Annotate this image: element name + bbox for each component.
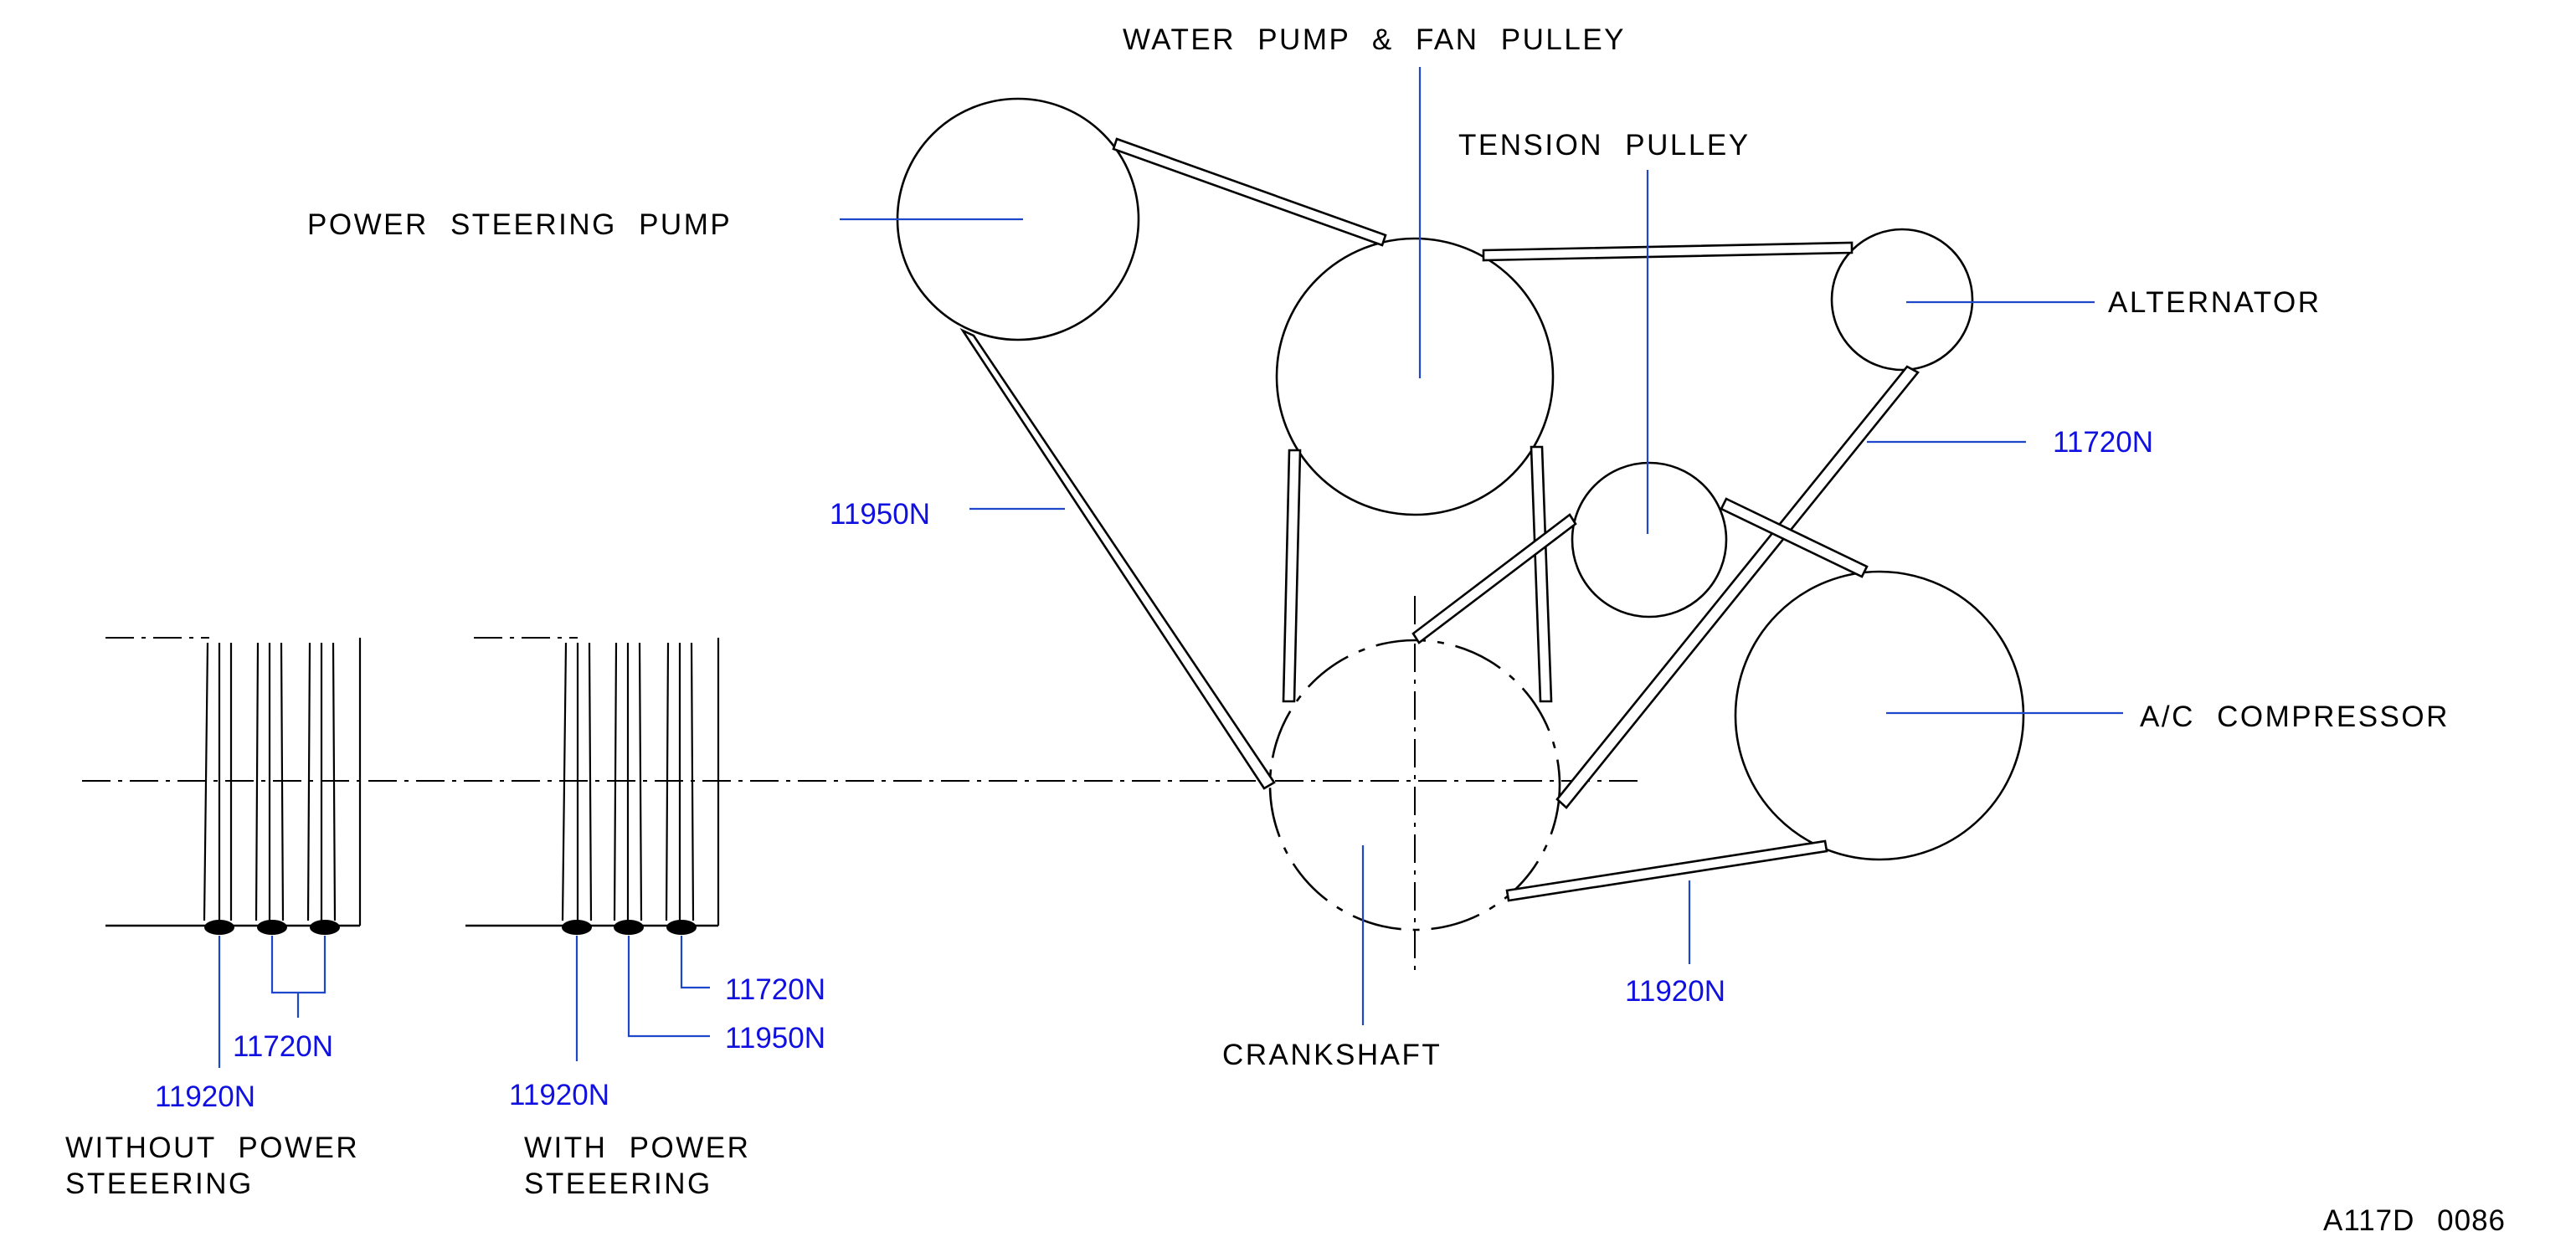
groove-rib [306,638,362,926]
ac-compressor-pulley [1734,570,2025,861]
belt-profile-11920n-r [562,920,592,935]
belt-11920n-left-label: 11920N [155,1080,255,1113]
groove-rib [255,642,285,921]
belt-11720n-tension-right [1720,497,1869,578]
belt-11950n-right-label: 11950N [725,1022,825,1055]
water-pump-label: WATER PUMP & FAN PULLEY [1123,23,1626,56]
groove-profiles-right [561,638,720,926]
engine-belt-layout: WATER PUMP & FAN PULLEY TENSION PULLEY P… [82,23,2450,1071]
belt-profile-11720n-b [310,920,340,935]
leader-11720n-left [270,936,326,1018]
belt-11720n-tension-left [1411,513,1577,644]
belt-11950n-ps-to-water-pump [1112,137,1387,247]
tension-pulley [1571,461,1728,618]
figure-code: A117D 0086 [2323,1204,2506,1237]
belt-11950n-ps-to-crank [959,327,1276,790]
groove-rib [561,642,593,921]
alternator-pulley [1830,228,1974,372]
belt-11720n-label: 11720N [2053,426,2153,459]
tension-pulley-label: TENSION PULLEY [1458,129,1751,162]
belt-11720n-strips [1282,241,1920,809]
without-power-steering-line2: STEEERING [65,1168,254,1200]
belt-11950n-label: 11950N [830,498,930,531]
belt-11950n-strips [959,137,1387,790]
groove-rib [665,638,720,926]
with-power-steering-line1: WITH POWER [524,1132,750,1164]
crankshaft-pulley [1268,639,1561,932]
belt-11720n-water-pump-to-alternator [1482,241,1854,262]
belt-11720n-right-label: 11720N [725,973,825,1006]
belt-profile-11920n [204,920,234,935]
belt-11720n-right-drop [1530,445,1553,703]
leader-11720n-right [680,936,710,989]
section-without-power-steering: 11720N 11920N WITHOUT POWER STEEERING [65,637,362,1200]
power-steering-pump-label: POWER STEERING PUMP [307,208,732,241]
belt-profile-11950n-r [614,920,644,935]
belt-11920n-strips [1505,839,1828,902]
water-pump-fan-pulley [1275,237,1555,516]
belt-11920n-label: 11920N [1625,975,1725,1008]
leader-11950n-right [627,936,710,1038]
belt-11720n-left-label: 11720N [233,1030,333,1063]
belt-profile-11720n-r [666,920,697,935]
belt-11720n-left-drop [1282,449,1302,703]
groove-profiles-left [203,638,362,926]
ac-compressor-label: A/C COMPRESSOR [2140,701,2450,733]
belt-11920n-right-label: 11920N [509,1079,609,1111]
section-with-power-steering: 11720N 11950N 11920N WITH POWER STEEERIN… [465,637,825,1200]
without-power-steering-line1: WITHOUT POWER [65,1132,359,1164]
groove-rib [203,642,233,921]
alternator-label: ALTERNATOR [2108,286,2321,319]
belt-11720n-alternator-to-crank [1555,365,1920,809]
crankshaft-label: CRANKSHAFT [1222,1039,1442,1071]
belt-11920n-crank-to-ac [1505,839,1828,902]
groove-rib [613,642,643,921]
with-power-steering-line2: STEEERING [524,1168,712,1200]
belt-profile-11720n-a [257,920,287,935]
